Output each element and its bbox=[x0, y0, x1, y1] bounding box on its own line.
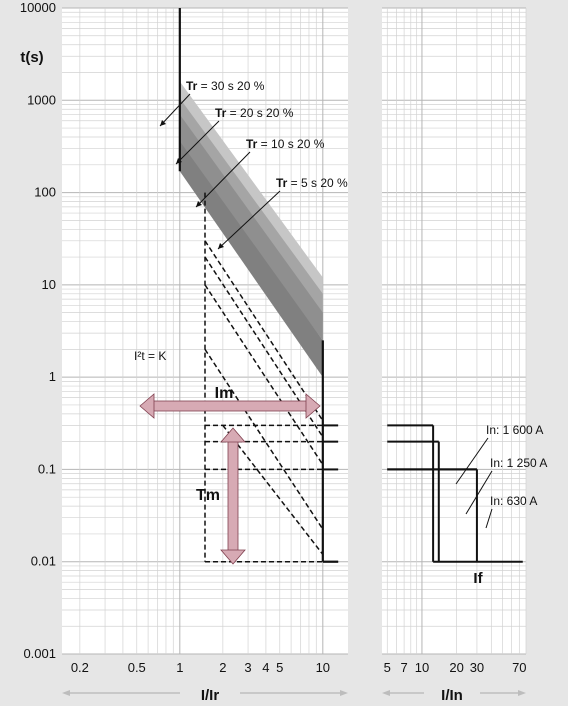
x-axis-label-right: I/In bbox=[441, 687, 463, 704]
band-labels: Tr = 30 s 20 %Tr = 20 s 20 %Tr = 10 s 20… bbox=[159, 79, 348, 250]
band-label-prefix: Tr bbox=[246, 137, 258, 151]
x-tick-label: 70 bbox=[512, 660, 526, 675]
x-axis-label-right-bg bbox=[424, 684, 480, 702]
band-label-leader bbox=[217, 190, 281, 250]
i2t-dashed-line bbox=[222, 424, 324, 555]
im-arrow-head-right bbox=[305, 393, 321, 419]
band-label: Tr = 30 s 20 % bbox=[186, 79, 265, 93]
x-axis-label-left: I/Ir bbox=[201, 687, 220, 704]
y-tick-label: 1 bbox=[49, 369, 56, 384]
band-label-text: = 30 s 20 % bbox=[197, 79, 264, 93]
band-label-prefix: Tr bbox=[215, 106, 227, 120]
x-axis-label-left-bg bbox=[180, 684, 240, 702]
band-label-leader bbox=[195, 151, 251, 208]
in-series-label: In: 630 A bbox=[490, 494, 537, 508]
band-label-leader bbox=[175, 120, 220, 165]
band-label: Tr = 5 s 20 % bbox=[276, 176, 348, 190]
x-tick-label: 2 bbox=[219, 660, 226, 675]
band-label-text: = 20 s 20 % bbox=[226, 106, 293, 120]
x-tick-label: 0.5 bbox=[128, 660, 146, 675]
y-tick-label: 0.01 bbox=[31, 554, 56, 569]
in-series-leader bbox=[455, 437, 489, 485]
x-axis-label-left-group: I/Ir bbox=[62, 684, 348, 704]
in-series-label: In: 1 600 A bbox=[486, 423, 543, 437]
band-label-leader bbox=[159, 93, 191, 127]
x-tick-label: 30 bbox=[470, 660, 484, 675]
tm-arrow-head-bottom bbox=[220, 549, 246, 565]
x-tick-label: 5 bbox=[384, 660, 391, 675]
long-time-band bbox=[179, 114, 323, 341]
band-label-arrowhead bbox=[160, 120, 166, 126]
right-plot bbox=[382, 7, 527, 655]
tm-arrow-head-top bbox=[220, 427, 246, 443]
x-tick-label: 10 bbox=[415, 660, 429, 675]
im-label: Im bbox=[215, 385, 234, 402]
i2t-dashed-line bbox=[204, 348, 324, 530]
band-label-text: = 10 s 20 % bbox=[257, 137, 324, 151]
x-axis-arrow-left-head-start bbox=[62, 690, 70, 696]
x-tick-label: 5 bbox=[276, 660, 283, 675]
y-tick-label: 100 bbox=[34, 185, 56, 200]
x-tick-label: 4 bbox=[262, 660, 269, 675]
long-time-band bbox=[179, 141, 323, 378]
band-label-prefix: Tr bbox=[276, 176, 288, 190]
band-label-prefix: Tr bbox=[186, 79, 198, 93]
band-label-text: = 5 s 20 % bbox=[287, 176, 348, 190]
tm-arrow-shaft bbox=[227, 439, 239, 555]
x-tick-label: 10 bbox=[316, 660, 330, 675]
y-tick-label: 0.001 bbox=[23, 646, 56, 661]
right-plot-grid bbox=[382, 7, 527, 655]
band-label-arrowhead bbox=[196, 201, 202, 207]
im-arrow-shaft bbox=[151, 400, 309, 412]
x-tick-label: 1 bbox=[176, 660, 183, 675]
band-label: Tr = 10 s 20 % bbox=[246, 137, 325, 151]
y-axis-label: t(s) bbox=[20, 49, 43, 66]
right-plot-curves bbox=[387, 424, 523, 563]
tm-label: Tm bbox=[196, 487, 220, 504]
right-plot-area bbox=[382, 8, 526, 654]
y-tick-label: 0.1 bbox=[38, 461, 56, 476]
y-tick-labels: 10000 1000 100 10 1 0.1 0.01 0.001 bbox=[20, 0, 56, 661]
band-label-arrowhead bbox=[176, 158, 182, 164]
band-label: Tr = 20 s 20 % bbox=[215, 106, 294, 120]
x-axis-arrow-left-head-end bbox=[340, 690, 348, 696]
x-axis-label-right-group: I/In bbox=[382, 684, 526, 704]
long-time-bands bbox=[179, 81, 323, 378]
i2t-dashed-line bbox=[204, 240, 324, 422]
band-label-arrowhead bbox=[218, 243, 224, 249]
y-tick-label: 1000 bbox=[27, 92, 56, 107]
in-series-label: In: 1 250 A bbox=[490, 456, 547, 470]
x-tick-label: 7 bbox=[400, 660, 407, 675]
x-axis-arrow-right-head-end bbox=[518, 690, 526, 696]
final-label: If bbox=[473, 570, 483, 587]
i2t-label: I²t = K bbox=[134, 349, 166, 363]
x-tick-label: 0.2 bbox=[71, 660, 89, 675]
x-tick-label: 3 bbox=[244, 660, 251, 675]
in-series-leader bbox=[465, 470, 493, 515]
y-tick-label: 10 bbox=[42, 277, 56, 292]
y-tick-label: 10000 bbox=[20, 0, 56, 15]
i2t-dashed-line bbox=[204, 284, 324, 466]
left-plot bbox=[62, 7, 348, 655]
in-series-leader bbox=[485, 508, 493, 529]
x-axis-arrow-right-head-start bbox=[382, 690, 390, 696]
im-arrow-head-left bbox=[139, 393, 155, 419]
x-tick-label: 20 bbox=[449, 660, 463, 675]
